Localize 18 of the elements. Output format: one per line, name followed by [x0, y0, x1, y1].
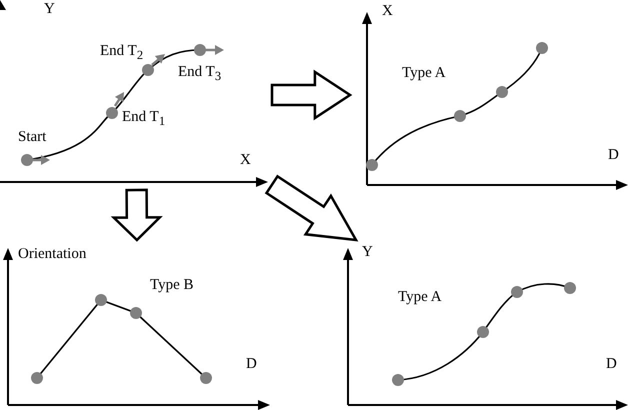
axis-label: Y [44, 2, 55, 17]
axis-label: Orientation [18, 247, 86, 262]
plot-label: Type B [150, 278, 194, 293]
axis-label: X [240, 153, 251, 168]
axis-label: X [382, 4, 393, 19]
axis-label: D [608, 148, 619, 163]
axis-label: D [606, 357, 617, 372]
point-label: Start [18, 130, 46, 145]
point-label: End T$_{2}$ [100, 44, 144, 62]
block-arrow [110, 188, 163, 242]
plot-label: Type A [402, 66, 446, 81]
plot-label: Type A [398, 290, 442, 305]
block-arrow [264, 174, 358, 242]
point-label: End T$_{1}$ [122, 110, 166, 128]
axis-label: Y [362, 245, 373, 260]
point-label: End T$_{3}$ [178, 65, 222, 82]
axis-label: D [246, 357, 257, 372]
block-arrow [270, 70, 352, 120]
